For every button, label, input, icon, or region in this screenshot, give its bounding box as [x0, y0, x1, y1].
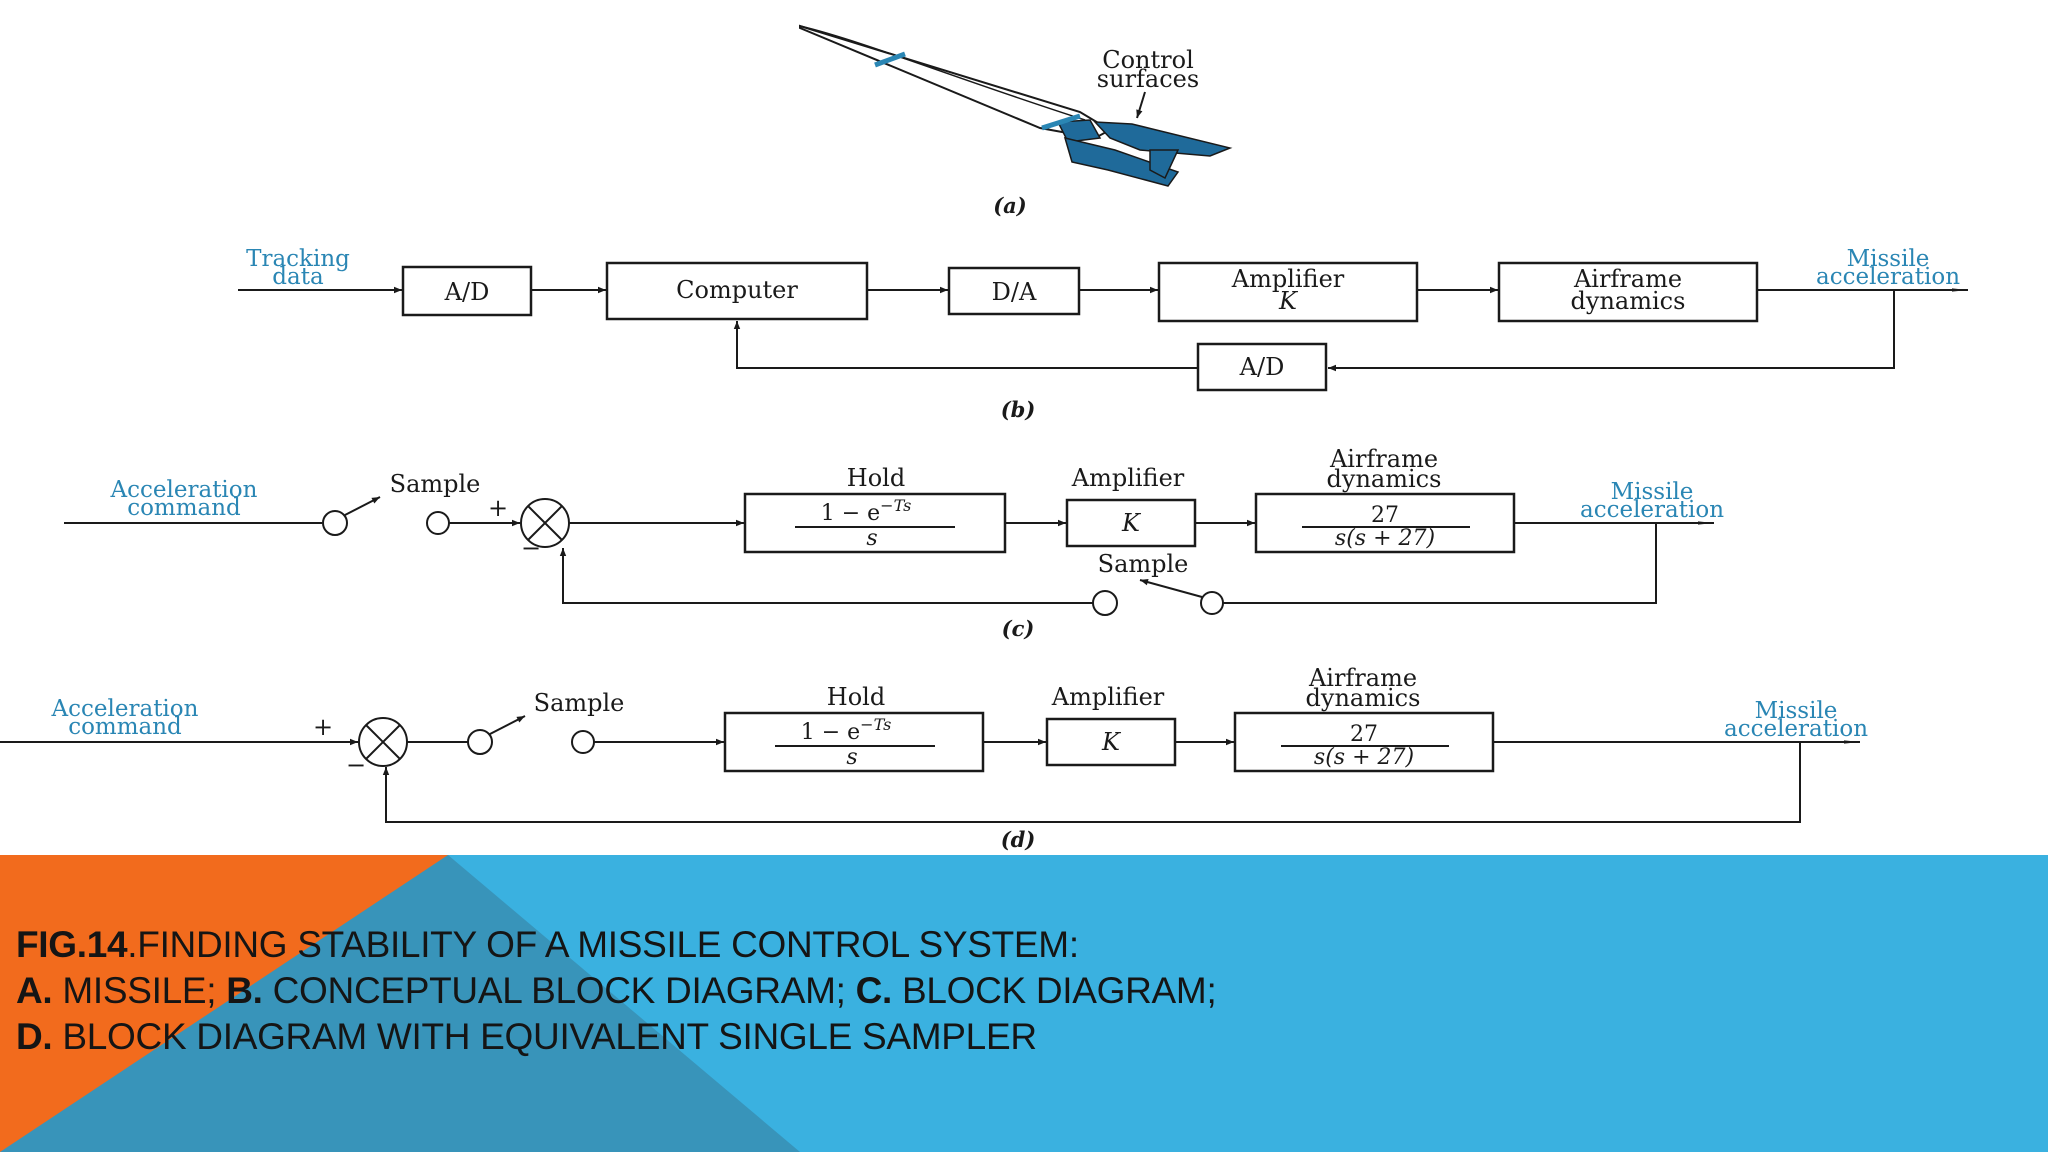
d-amplifier-gain: K — [1101, 728, 1122, 756]
caption-d-text: BLOCK DIAGRAM WITH EQUIVALENT SINGLE SAM… — [52, 1016, 1037, 1057]
footer-band — [0, 855, 2048, 1152]
d-missile-label-1: Missile — [1755, 698, 1838, 724]
caption-c-marker: C. — [855, 970, 893, 1011]
b-amplifier-block — [1157, 261, 1419, 323]
caption-b-text: CONCEPTUAL BLOCK DIAGRAM; — [262, 970, 856, 1011]
b-computer-block — [605, 261, 869, 321]
d-summing-junction — [358, 717, 408, 767]
c-sampler-switch — [344, 496, 381, 516]
caption-d-marker: D. — [16, 1016, 53, 1057]
d-sampler-node-right — [571, 730, 595, 754]
c-feedback-sampler-switch — [1139, 579, 1203, 598]
d-plus-sign: + — [313, 713, 333, 741]
c-sample-bottom-label: Sample — [1098, 550, 1189, 578]
b-amplifier-gain: K — [1278, 287, 1299, 315]
c-amplifier-block — [1065, 498, 1197, 548]
b-da-label: D/A — [992, 278, 1037, 306]
b-missile-label-1: Missile — [1847, 246, 1930, 272]
d-hold-denominator: s — [846, 745, 857, 770]
d-minus-sign: − — [346, 751, 366, 779]
tracking-data-label-1: Tracking — [246, 246, 350, 272]
fig-number: FIG.14 — [16, 924, 128, 965]
c-hold-block — [743, 492, 1007, 554]
d-sampler-switch — [489, 715, 526, 735]
c-hold-label: Hold — [847, 464, 905, 492]
c-airframe-block — [1254, 492, 1516, 554]
c-sampler-node-right — [426, 511, 450, 535]
d-airframe-label-1: Airframe — [1308, 664, 1417, 692]
caption-a: (a) — [993, 193, 1026, 218]
control-surfaces-label-1: Control — [1102, 46, 1194, 74]
d-missile-label-2: acceleration — [1724, 716, 1868, 742]
c-amplifier-label: Amplifier — [1071, 464, 1185, 492]
caption-c: (c) — [1002, 616, 1035, 641]
c-airframe-denominator: s(s + 27) — [1335, 526, 1435, 551]
missile-illustration — [799, 24, 1233, 187]
b-feedback-ad-block — [1196, 342, 1328, 392]
d-airframe-block — [1233, 711, 1495, 773]
c-minus-sign: − — [521, 534, 541, 562]
c-sampler-node-left — [322, 510, 348, 536]
b-ad-label: A/D — [444, 278, 490, 306]
c-hold-numerator-exp: −Ts — [880, 496, 911, 515]
b-airframe-label-2: dynamics — [1571, 287, 1686, 315]
caption-a-text: MISSILE; — [52, 970, 227, 1011]
c-missile-label-2: acceleration — [1580, 497, 1724, 523]
c-airframe-numerator: 27 — [1371, 503, 1399, 528]
tracking-data-label-2: data — [272, 264, 324, 290]
control-surfaces-pointer — [1136, 91, 1146, 119]
b-airframe-block — [1497, 261, 1759, 323]
b-feedback-line — [1328, 290, 1895, 372]
d-hold-numerator-base: 1 − e — [801, 720, 860, 745]
b-feedback-ad-label: A/D — [1239, 353, 1285, 381]
d-airframe-label-2: dynamics — [1306, 684, 1421, 712]
caption-a-marker: A. — [16, 970, 53, 1011]
d-hold-numerator-exp: −Ts — [860, 715, 891, 734]
figure-caption: FIG.14.FINDING STABILITY OF A MISSILE CO… — [16, 922, 1217, 1060]
c-acceleration-label-1: Acceleration — [110, 477, 258, 503]
c-airframe-label-1: Airframe — [1329, 445, 1438, 473]
c-plus-sign: + — [488, 494, 508, 522]
d-acceleration-label-1: Acceleration — [51, 696, 199, 722]
caption-d: (d) — [1001, 827, 1036, 852]
c-acceleration-label-2: command — [127, 495, 241, 521]
c-feedback-line-left — [559, 548, 1093, 604]
d-hold-label: Hold — [827, 683, 885, 711]
d-sample-label: Sample — [534, 689, 625, 717]
d-hold-block — [723, 711, 985, 773]
caption-b-marker: B. — [226, 970, 263, 1011]
d-acceleration-label-2: command — [68, 714, 182, 740]
c-feedback-sampler-node-right — [1200, 591, 1224, 615]
c-hold-numerator-base: 1 − e — [821, 501, 880, 526]
d-airframe-denominator: s(s + 27) — [1314, 745, 1414, 770]
c-amplifier-gain: K — [1121, 509, 1142, 537]
c-feedback-sampler-node-left — [1092, 590, 1118, 616]
c-missile-label-1: Missile — [1611, 479, 1694, 505]
b-airframe-label-1: Airframe — [1573, 265, 1682, 293]
b-computer-label: Computer — [676, 276, 798, 304]
c-hold-numerator: 1 − e−Ts — [821, 496, 912, 526]
d-feedback-line — [382, 742, 1801, 823]
b-feedback-to-computer — [733, 321, 1198, 369]
c-feedback-line-right — [1223, 523, 1657, 604]
c-summing-junction — [520, 498, 570, 548]
d-hold-numerator: 1 − e−Ts — [801, 715, 892, 745]
c-hold-denominator: s — [866, 526, 877, 551]
d-amplifier-label: Amplifier — [1051, 683, 1165, 711]
d-sampler-node-left — [467, 729, 493, 755]
control-surfaces-label-2: surfaces — [1097, 65, 1199, 93]
c-airframe-label-2: dynamics — [1327, 465, 1442, 493]
d-airframe-numerator: 27 — [1350, 722, 1378, 747]
fig-title: .FINDING STABILITY OF A MISSILE CONTROL … — [127, 924, 1079, 965]
caption-c-text: BLOCK DIAGRAM; — [891, 970, 1217, 1011]
b-da-block — [947, 266, 1081, 316]
b-missile-label-2: acceleration — [1816, 264, 1960, 290]
c-sample-top-label: Sample — [390, 470, 481, 498]
caption-b: (b) — [1001, 397, 1036, 422]
d-amplifier-block — [1045, 717, 1177, 767]
b-amplifier-label: Amplifier — [1231, 265, 1345, 293]
